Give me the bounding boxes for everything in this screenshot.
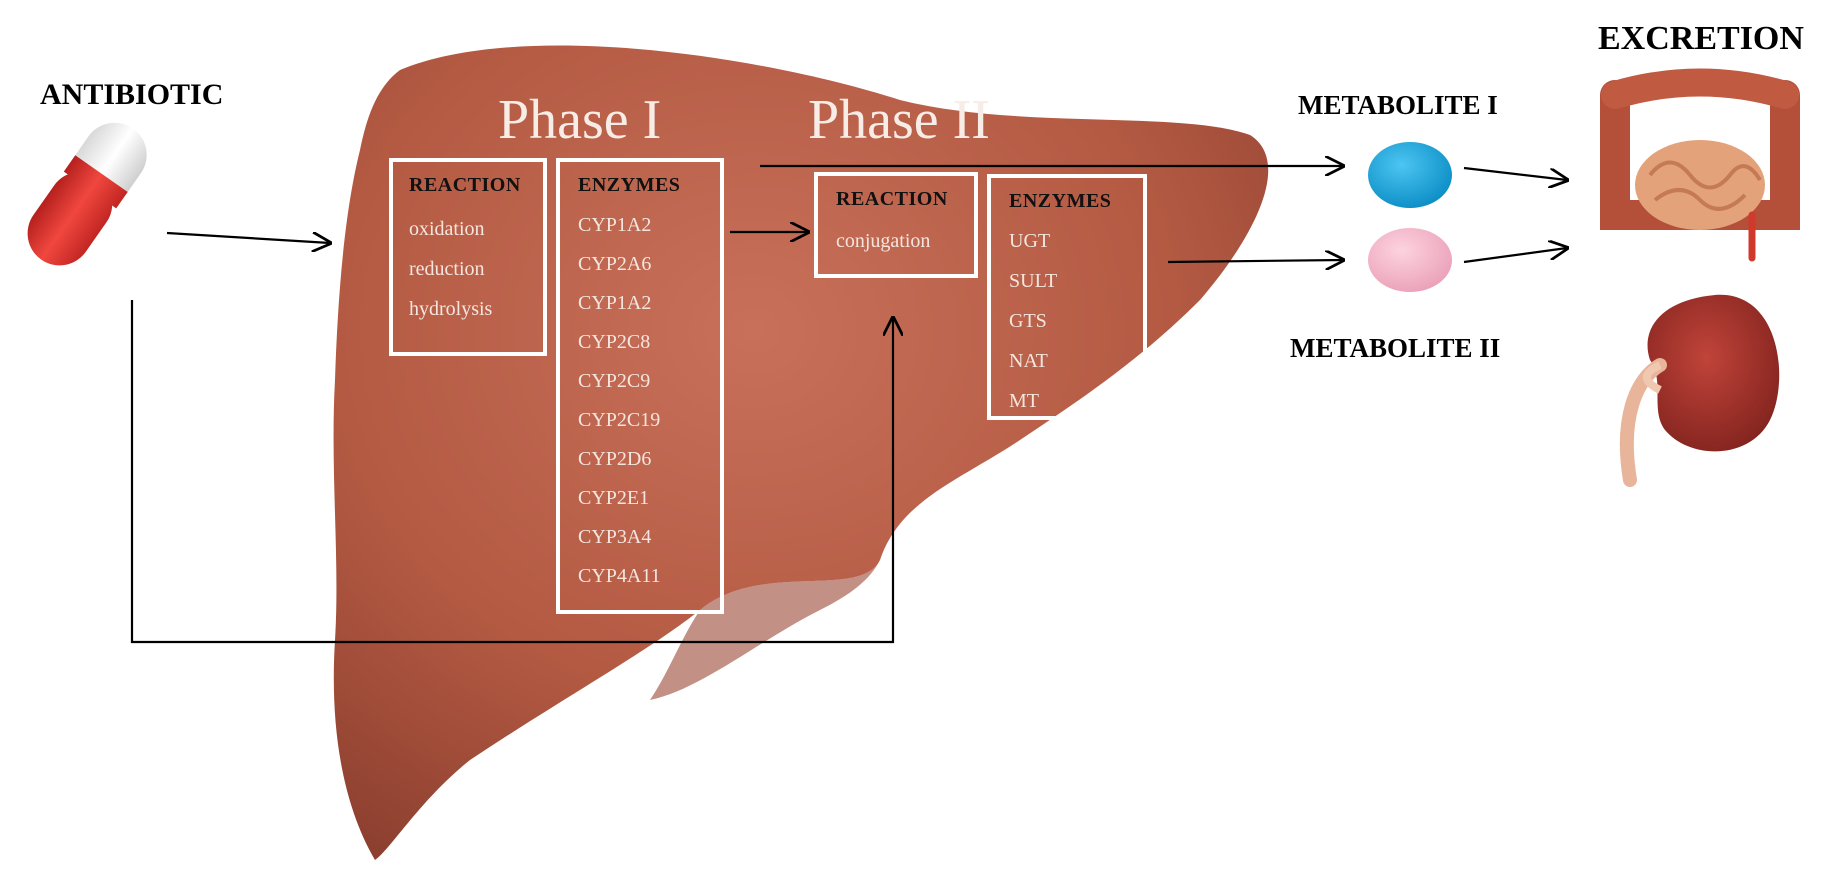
phase-1-enzyme-item: CYP2C8 [578,331,651,353]
kidney-icon [1619,294,1780,487]
arrow-phase2-to-metabolite2 [1167,260,1343,262]
liver-lobe-shadow [650,560,880,700]
phase-2-enzyme-item: MT [1009,390,1039,412]
antibiotic-label: ANTIBIOTIC [40,78,224,111]
phase-1-enzymes-box: ENZYMES CYP1A2 CYP2A6 CYP1A2 CYP2C8 CYP2… [556,158,724,614]
metabolite-2-ball [1368,228,1452,292]
phase-2-enzyme-item: NAT [1009,350,1048,372]
phase-1-reaction-item: hydrolysis [409,298,493,320]
metabolite-1-ball [1368,142,1452,208]
phase-1-reaction-item: reduction [409,258,485,280]
phase-1-enzyme-item: CYP1A2 [578,292,652,314]
phase-1-reaction-title: REACTION [409,174,521,196]
arrow-capsule-direct-to-phase2 [130,300,893,644]
phase-1-enzyme-item: CYP2D6 [578,448,652,470]
metabolite-2-label: METABOLITE II [1290,333,1501,363]
phase-1-reaction-item: oxidation [409,218,485,240]
phase-1-enzyme-item: CYP4A11 [578,565,661,587]
phase-1-enzymes-title: ENZYMES [578,174,681,196]
phase-1-enzyme-item: CYP1A2 [578,214,652,236]
phase-2-enzymes-box: ENZYMES UGT SULT GTS NAT MT [987,174,1147,420]
phase-1-enzyme-item: CYP2E1 [578,487,650,509]
arrow-metabolite1-to-excretion [1463,166,1567,180]
arrow-capsule-to-liver [166,231,330,243]
phase-1-enzyme-item: CYP2C19 [578,409,661,431]
arrow-metabolite2-to-excretion [1463,248,1567,264]
phase-2-reaction-item: conjugation [836,230,931,252]
antibiotic-capsule-icon [27,122,147,266]
phase-2-enzyme-item: GTS [1009,310,1047,332]
phase-2-reaction-title: REACTION [836,188,948,210]
phase-1-enzyme-item: CYP2C9 [578,370,651,392]
phase-1-reaction-box: REACTION oxidation reduction hydrolysis [389,158,547,356]
intestines-icon [1600,68,1800,262]
phase-2-title: Phase II [808,89,990,151]
phase-1-enzyme-item: CYP2A6 [578,253,652,275]
phase-1-title: Phase I [498,89,662,151]
phase-2-enzymes-title: ENZYMES [1009,190,1112,212]
liver-shape [333,45,1269,860]
metabolite-1-label: METABOLITE I [1298,90,1498,120]
phase-1-enzyme-item: CYP3A4 [578,526,652,548]
phase-2-reaction-box: REACTION conjugation [814,172,978,278]
phase-2-enzyme-item: SULT [1009,270,1058,292]
phase-2-enzyme-item: UGT [1009,230,1051,252]
excretion-label: EXCRETION [1598,20,1804,57]
